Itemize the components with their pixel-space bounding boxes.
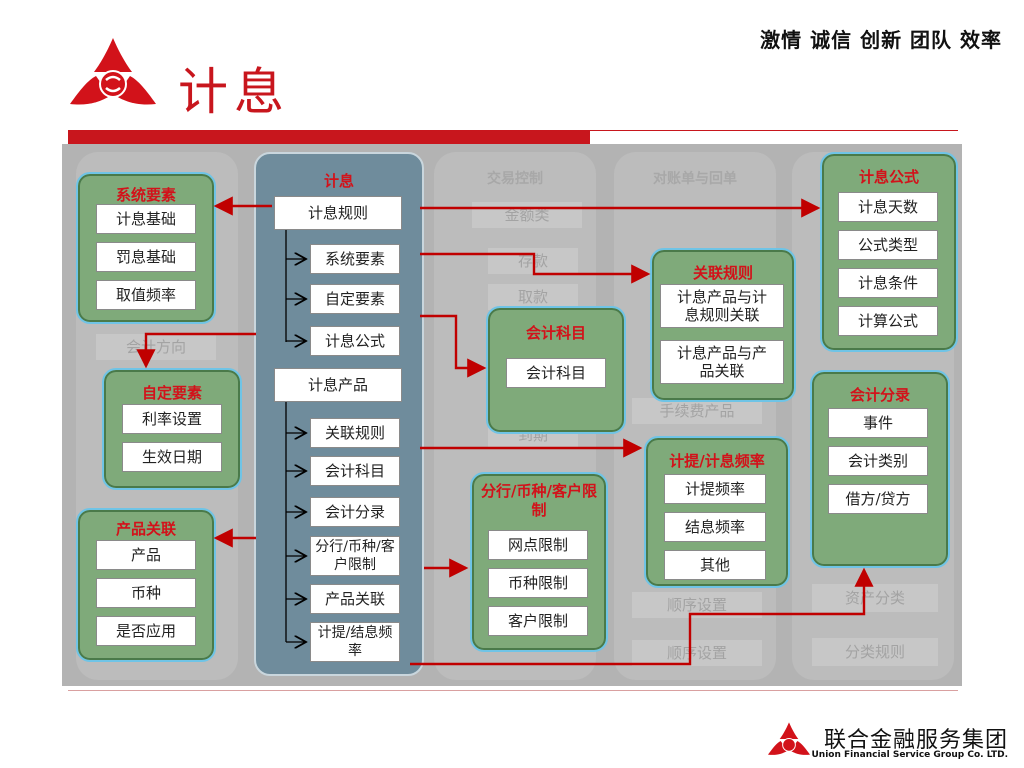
formula-title: 计息公式: [858, 168, 919, 186]
branch-item: 客户限制: [488, 606, 588, 636]
branch-limit-title: 分行/币种/客户限制: [481, 482, 597, 519]
company-name-en: Union Financial Service Group Co. LTD.: [811, 750, 1008, 760]
product-child-prodlink[interactable]: 产品关联: [310, 584, 400, 614]
entry-item: 事件: [828, 408, 928, 438]
prodlink-item: 币种: [96, 578, 196, 608]
ghost-title-col4: 对账单与回单: [653, 171, 737, 187]
formula-item: 计息天数: [838, 192, 938, 222]
custom-elements-title: 自定要素: [141, 384, 202, 402]
sys-item: 计息基础: [96, 204, 196, 234]
system-elements-title: 系统要素: [115, 186, 176, 204]
slogan: 激情 诚信 创新 团队 效率: [760, 28, 1002, 52]
sys-item: 罚息基础: [96, 242, 196, 272]
center-title: 计息: [323, 172, 354, 190]
product-child-branch[interactable]: 分行/币种/客户限制: [310, 536, 400, 576]
branch-item: 币种限制: [488, 568, 588, 598]
formula-item: 计算公式: [838, 306, 938, 336]
logo-icon: [70, 38, 156, 105]
ghost-item: 金额类: [472, 202, 582, 228]
ghost-item: 分类规则: [812, 638, 938, 666]
logo-icon: [767, 722, 811, 755]
ghost-item: 取款: [488, 284, 578, 310]
ghost-title-col3: 交易控制: [487, 171, 543, 187]
link-rule-title: 关联规则: [692, 264, 753, 282]
company-name-cn: 联合金融服务集团: [823, 728, 1008, 753]
page-title: 计息: [178, 63, 290, 121]
entry-item: 借方/贷方: [828, 484, 928, 514]
rule-child-formula[interactable]: 计息公式: [310, 326, 400, 356]
arrow-to-account: [420, 314, 487, 378]
product-link-title: 产品关联: [115, 520, 176, 538]
arrow-to-custom: [136, 332, 256, 369]
frequency-title: 计提/计息频率: [669, 452, 765, 470]
interest-rule-box[interactable]: 计息规则: [274, 196, 402, 230]
accounting-entry-title: 会计分录: [849, 386, 910, 404]
rule-child-system[interactable]: 系统要素: [310, 244, 400, 274]
footer-logo: [766, 720, 812, 760]
prodlink-item: 是否应用: [96, 616, 196, 646]
product-child-freq[interactable]: 计提/结息频率: [310, 622, 400, 662]
sys-item: 取值频率: [96, 280, 196, 310]
rule-child-custom[interactable]: 自定要素: [310, 284, 400, 314]
freq-item: 计提频率: [664, 474, 766, 504]
linkrule-item: 计息产品与产品关联: [660, 340, 784, 384]
freq-item: 结息频率: [664, 512, 766, 542]
custom-item: 生效日期: [122, 442, 222, 472]
product-child-linkrule[interactable]: 关联规则: [310, 418, 400, 448]
title-underline: [68, 130, 590, 144]
product-child-entry[interactable]: 会计分录: [310, 497, 400, 527]
acct-item: 会计科目: [506, 358, 606, 388]
ghost-item: 顺序设置: [632, 640, 762, 666]
branch-item: 网点限制: [488, 530, 588, 560]
arrow-to-linkrule: [420, 252, 651, 284]
footer-rule: [68, 690, 958, 691]
logo: [66, 34, 160, 114]
ghost-item: 资产分类: [812, 584, 938, 612]
product-child-account[interactable]: 会计科目: [310, 456, 400, 486]
account-subject-title: 会计科目: [525, 324, 586, 342]
ghost-item: 手续费产品: [632, 398, 762, 424]
formula-item: 计息条件: [838, 268, 938, 298]
prodlink-item: 产品: [96, 540, 196, 570]
freq-item: 其他: [664, 550, 766, 580]
arrow-to-entry: [410, 567, 874, 666]
custom-item: 利率设置: [122, 404, 222, 434]
linkrule-item: 计息产品与计息规则关联: [660, 284, 784, 328]
entry-item: 会计类别: [828, 446, 928, 476]
formula-item: 公式类型: [838, 230, 938, 260]
interest-product-box[interactable]: 计息产品: [274, 368, 402, 402]
title-rule: [590, 130, 958, 131]
